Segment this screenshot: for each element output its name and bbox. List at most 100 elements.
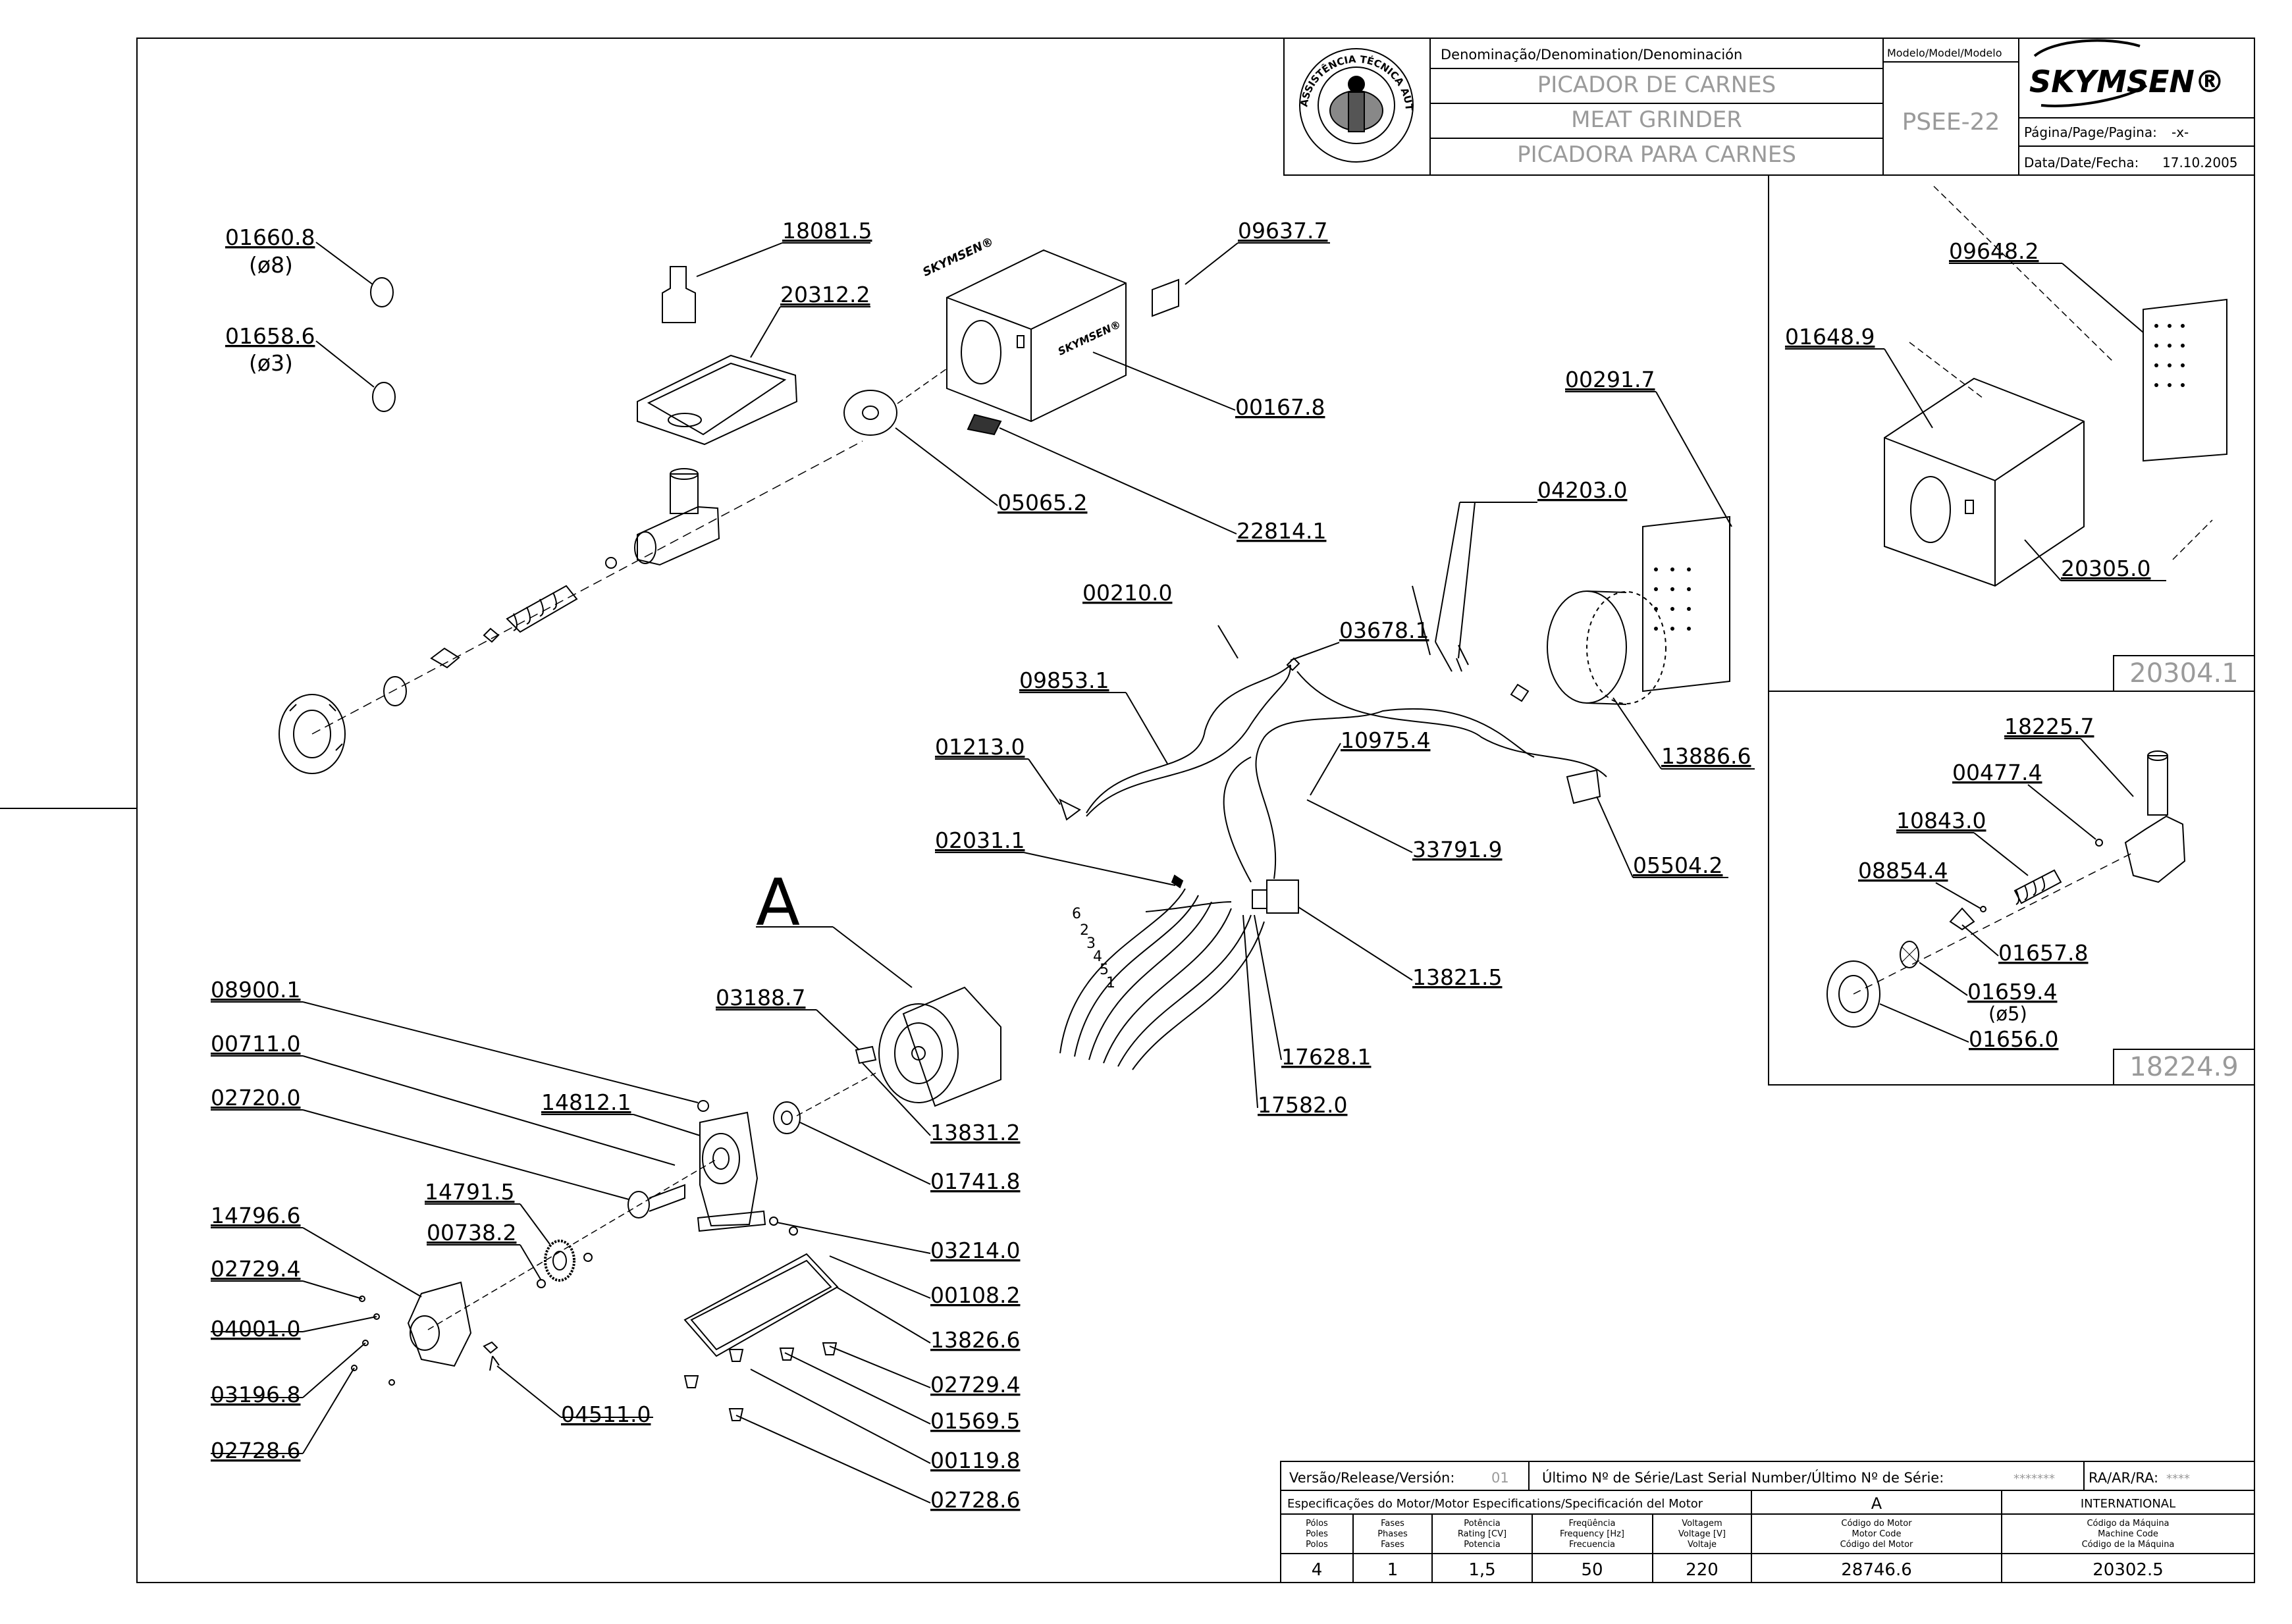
part-03196-8: 03196.8 xyxy=(211,1382,300,1407)
part-01648-9: 01648.9 xyxy=(1785,324,1875,350)
part-14796-6: 14796.6 xyxy=(211,1203,300,1228)
motor-letter: A xyxy=(1871,1494,1882,1513)
motor-cover: SKYMSEN® SKYMSEN® 09637.7 00167.8 05065.… xyxy=(843,218,1330,544)
page-label: Página/Page/Pagina: xyxy=(2024,124,2157,140)
val-motor-code: 28746.6 xyxy=(1841,1560,1912,1580)
part-13821-5: 13821.5 xyxy=(1412,964,1502,990)
part-09637-7: 09637.7 xyxy=(1238,218,1327,244)
hdr-poles-3: Polos xyxy=(1306,1540,1328,1550)
hdr-freq-3: Frecuencia xyxy=(1569,1540,1615,1550)
wiring-harness: 6 2 3 4 5 1 04203.0 00210.0 03678.1 0985… xyxy=(935,477,1728,1118)
part-00291-7: 00291.7 xyxy=(1565,367,1655,392)
hdr-machine-code-1: Código da Máquina xyxy=(2087,1519,2169,1529)
part-01658-6-diameter: (ø3) xyxy=(249,350,293,376)
date-label: Data/Date/Fecha: xyxy=(2024,155,2139,170)
part-00738-2: 00738.2 xyxy=(427,1220,516,1245)
part-02720-0: 02720.0 xyxy=(211,1085,300,1111)
model-value: PSEE-22 xyxy=(1902,109,2000,136)
motor-spec-label: Especificações do Motor/Motor Especifica… xyxy=(1287,1497,1703,1511)
part-14791-5: 14791.5 xyxy=(425,1179,514,1205)
part-01569-5: 01569.5 xyxy=(930,1408,1020,1434)
part-02728-6-b: 02728.6 xyxy=(930,1487,1020,1513)
part-03214-0: 03214.0 xyxy=(930,1238,1020,1263)
plate-8mm xyxy=(370,277,394,307)
hdr-phases-3: Fases xyxy=(1381,1540,1404,1550)
hdr-voltage-2: Voltage [V] xyxy=(1678,1529,1726,1539)
part-03188-7: 03188.7 xyxy=(716,985,805,1010)
page-value: -x- xyxy=(2172,124,2189,140)
part-08854-4: 08854.4 xyxy=(1858,858,1948,883)
part-20305-0: 20305.0 xyxy=(2061,556,2150,581)
wire-number-1: 1 xyxy=(1106,975,1115,991)
part-01656-0: 01656.0 xyxy=(1969,1026,2058,1052)
val-phases: 1 xyxy=(1387,1560,1399,1580)
hdr-freq-2: Frequency [Hz] xyxy=(1560,1529,1624,1539)
brand-logo: SKYMSEN® xyxy=(2029,64,2225,99)
part-20312-2: 20312.2 xyxy=(780,282,870,307)
part-01658-6: 01658.6 xyxy=(225,323,315,349)
wire-number-2: 2 xyxy=(1080,922,1089,939)
part-00108-2: 00108.2 xyxy=(930,1282,1020,1308)
part-04511-0: 04511.0 xyxy=(561,1401,651,1427)
val-rating: 1,5 xyxy=(1468,1560,1495,1580)
hdr-machine-code-2: Machine Code xyxy=(2098,1529,2158,1539)
hdr-motor-code-2: Motor Code xyxy=(1852,1529,1902,1539)
part-22814-1: 22814.1 xyxy=(1237,518,1326,544)
part-02728-6-a: 02728.6 xyxy=(211,1438,300,1463)
model-header: Modelo/Model/Modelo xyxy=(1887,47,2002,59)
rear-grille-and-fan: 00291.7 13886.6 xyxy=(1547,367,1755,770)
hdr-voltage-1: Voltagem xyxy=(1682,1519,1722,1529)
part-00119-8: 00119.8 xyxy=(930,1448,1020,1473)
part-10843-0: 10843.0 xyxy=(1896,808,1986,833)
hdr-rating-2: Rating [CV] xyxy=(1458,1529,1506,1539)
hdr-rating-1: Potência xyxy=(1464,1519,1500,1529)
international-label: INTERNATIONAL xyxy=(2081,1497,2175,1511)
part-00210-0: 00210.0 xyxy=(1082,580,1172,606)
date-value: 17.10.2005 xyxy=(2162,155,2238,170)
wire-number-4: 4 xyxy=(1093,949,1102,965)
part-10975-4: 10975.4 xyxy=(1341,727,1430,753)
part-05504-2: 05504.2 xyxy=(1633,852,1722,878)
hdr-rating-3: Potencia xyxy=(1464,1540,1500,1550)
part-03678-1: 03678.1 xyxy=(1339,617,1429,643)
hdr-poles-2: Poles xyxy=(1306,1529,1328,1539)
part-13826-6: 13826.6 xyxy=(930,1327,1020,1353)
val-frequency: 50 xyxy=(1581,1560,1603,1580)
svg-text:ASSISTÊNCIA TÉCNICA AUTORIZADA: ASSISTÊNCIA TÉCNICA AUTORIZADA xyxy=(0,0,1415,112)
ra-value: **** xyxy=(2166,1472,2190,1486)
part-01659-4: 01659.4 xyxy=(1967,979,2057,1005)
part-00477-4: 00477.4 xyxy=(1952,760,2042,785)
part-02031-1: 02031.1 xyxy=(935,827,1025,853)
part-02729-4-a: 02729.4 xyxy=(211,1256,300,1282)
hdr-motor-code-3: Código del Motor xyxy=(1840,1540,1913,1550)
part-13886-6: 13886.6 xyxy=(1661,743,1751,769)
ra-label: RA/AR/RA: xyxy=(2089,1470,2158,1486)
skymsen-logo: SKYMSEN® xyxy=(2029,39,2225,107)
seal-text: ASSISTÊNCIA TÉCNICA AUTORIZADA xyxy=(0,0,1415,112)
part-01213-0: 01213.0 xyxy=(935,734,1025,760)
part-00167-8: 00167.8 xyxy=(1235,394,1325,420)
part-17582-0: 17582.0 xyxy=(1258,1092,1347,1118)
plate-3mm xyxy=(372,382,396,412)
part-05065-2: 05065.2 xyxy=(998,490,1087,515)
part-01660-8: 01660.8 xyxy=(225,224,315,250)
part-13831-2: 13831.2 xyxy=(930,1120,1020,1145)
name-es: PICADORA PARA CARNES xyxy=(1517,142,1796,168)
part-09853-1: 09853.1 xyxy=(1019,668,1109,693)
part-00711-0: 00711.0 xyxy=(211,1031,300,1057)
hdr-motor-code-1: Código do Motor xyxy=(1841,1519,1912,1529)
part-18081-5: 18081.5 xyxy=(782,218,872,244)
authorized-service-seal: ASSISTÊNCIA TÉCNICA AUTORIZADA xyxy=(0,0,1415,163)
denomination-header: Denominação/Denomination/Denominación xyxy=(1441,47,1742,63)
part-08900-1: 08900.1 xyxy=(211,977,300,1003)
grinder-head-group: 01660.8 (ø8) 01658.6 (ø3) 18081.5 20312.… xyxy=(225,218,872,774)
hdr-machine-code-3: Código de la Máquina xyxy=(2082,1540,2175,1550)
part-01660-8-diameter: (ø8) xyxy=(249,252,293,278)
assembly-20304-1: 20304.1 xyxy=(2129,658,2238,689)
inset-cover-assembly: 20304.1 09648.2 01648.9 20305.0 xyxy=(1768,174,2255,692)
part-01659-4-diameter: (ø5) xyxy=(1988,1003,2027,1025)
hdr-freq-1: Freqüência xyxy=(1568,1519,1615,1529)
hdr-voltage-3: Voltaje xyxy=(1688,1540,1717,1550)
cover-side-logo: SKYMSEN® xyxy=(1056,318,1123,358)
